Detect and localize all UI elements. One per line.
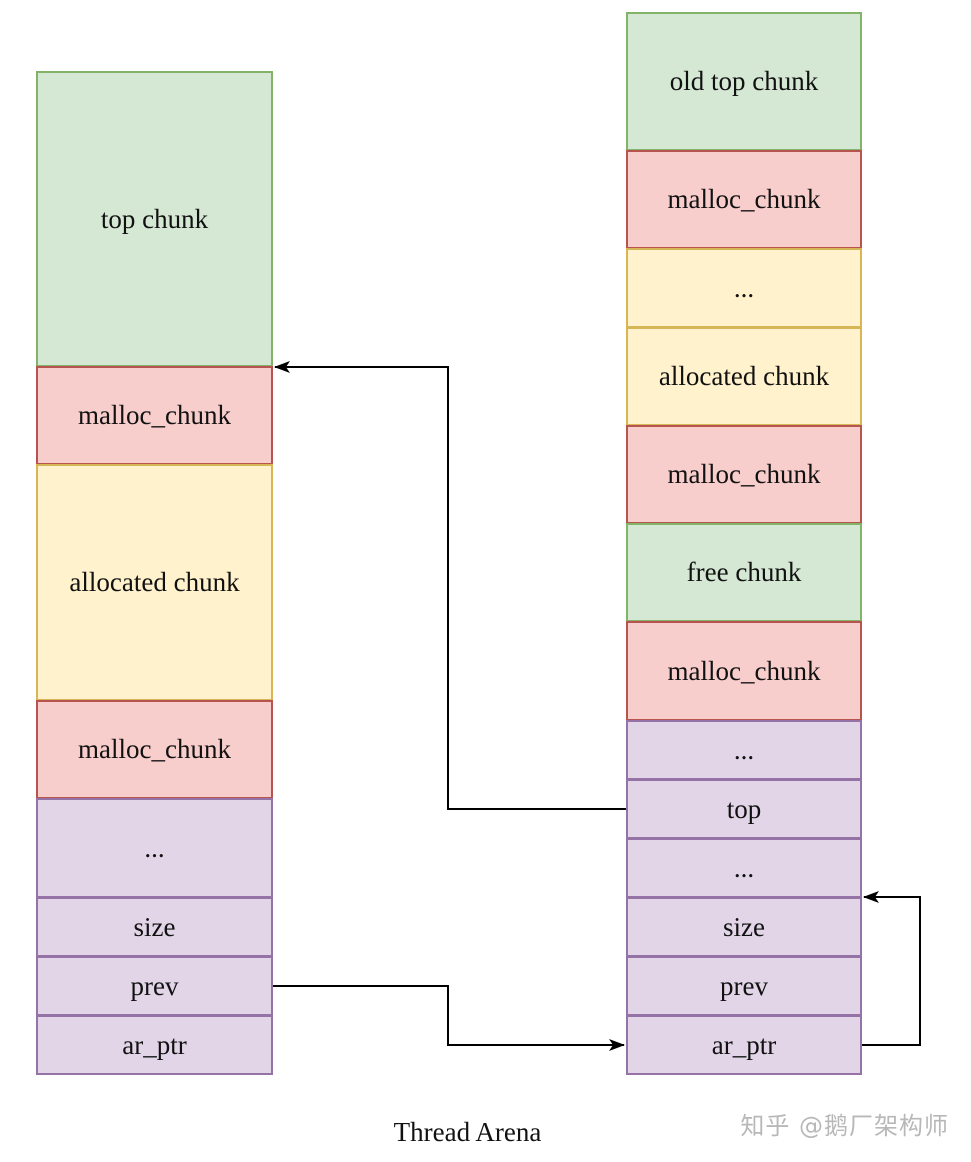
right-old-top-chunk: old top chunk	[626, 12, 862, 151]
arrow-top-to-left-top-chunk	[274, 361, 626, 810]
right-ellipsis-2: ...	[626, 838, 862, 898]
left-prev-field: prev	[36, 956, 273, 1016]
right-ar-ptr-field: ar_ptr	[626, 1015, 862, 1075]
right-size-field: size	[626, 897, 862, 957]
right-malloc-chunk-2: malloc_chunk	[626, 425, 862, 524]
left-size-field: size	[36, 897, 273, 957]
right-malloc-chunk-3: malloc_chunk	[626, 621, 862, 721]
right-allocated-chunk: allocated chunk	[626, 327, 862, 426]
left-malloc-chunk-1: malloc_chunk	[36, 366, 273, 465]
arrow-prev-to-right-ar-ptr	[273, 985, 625, 1051]
left-top-chunk: top chunk	[36, 71, 273, 367]
right-yellow-ellipsis: ...	[626, 248, 862, 328]
arrow-ar-ptr-loop	[862, 891, 921, 1046]
left-allocated-chunk: allocated chunk	[36, 464, 273, 701]
right-prev-field: prev	[626, 956, 862, 1016]
right-top-field: top	[626, 779, 862, 839]
diagram-caption: Thread Arena	[393, 1117, 542, 1147]
watermark: 知乎 @鹅厂架构师	[740, 1112, 949, 1140]
right-ellipsis-1: ...	[626, 720, 862, 780]
left-malloc-chunk-2: malloc_chunk	[36, 700, 273, 799]
left-ar-ptr-field: ar_ptr	[36, 1015, 273, 1075]
left-ellipsis: ...	[36, 798, 273, 898]
right-free-chunk: free chunk	[626, 523, 862, 622]
right-malloc-chunk-1: malloc_chunk	[626, 150, 862, 249]
